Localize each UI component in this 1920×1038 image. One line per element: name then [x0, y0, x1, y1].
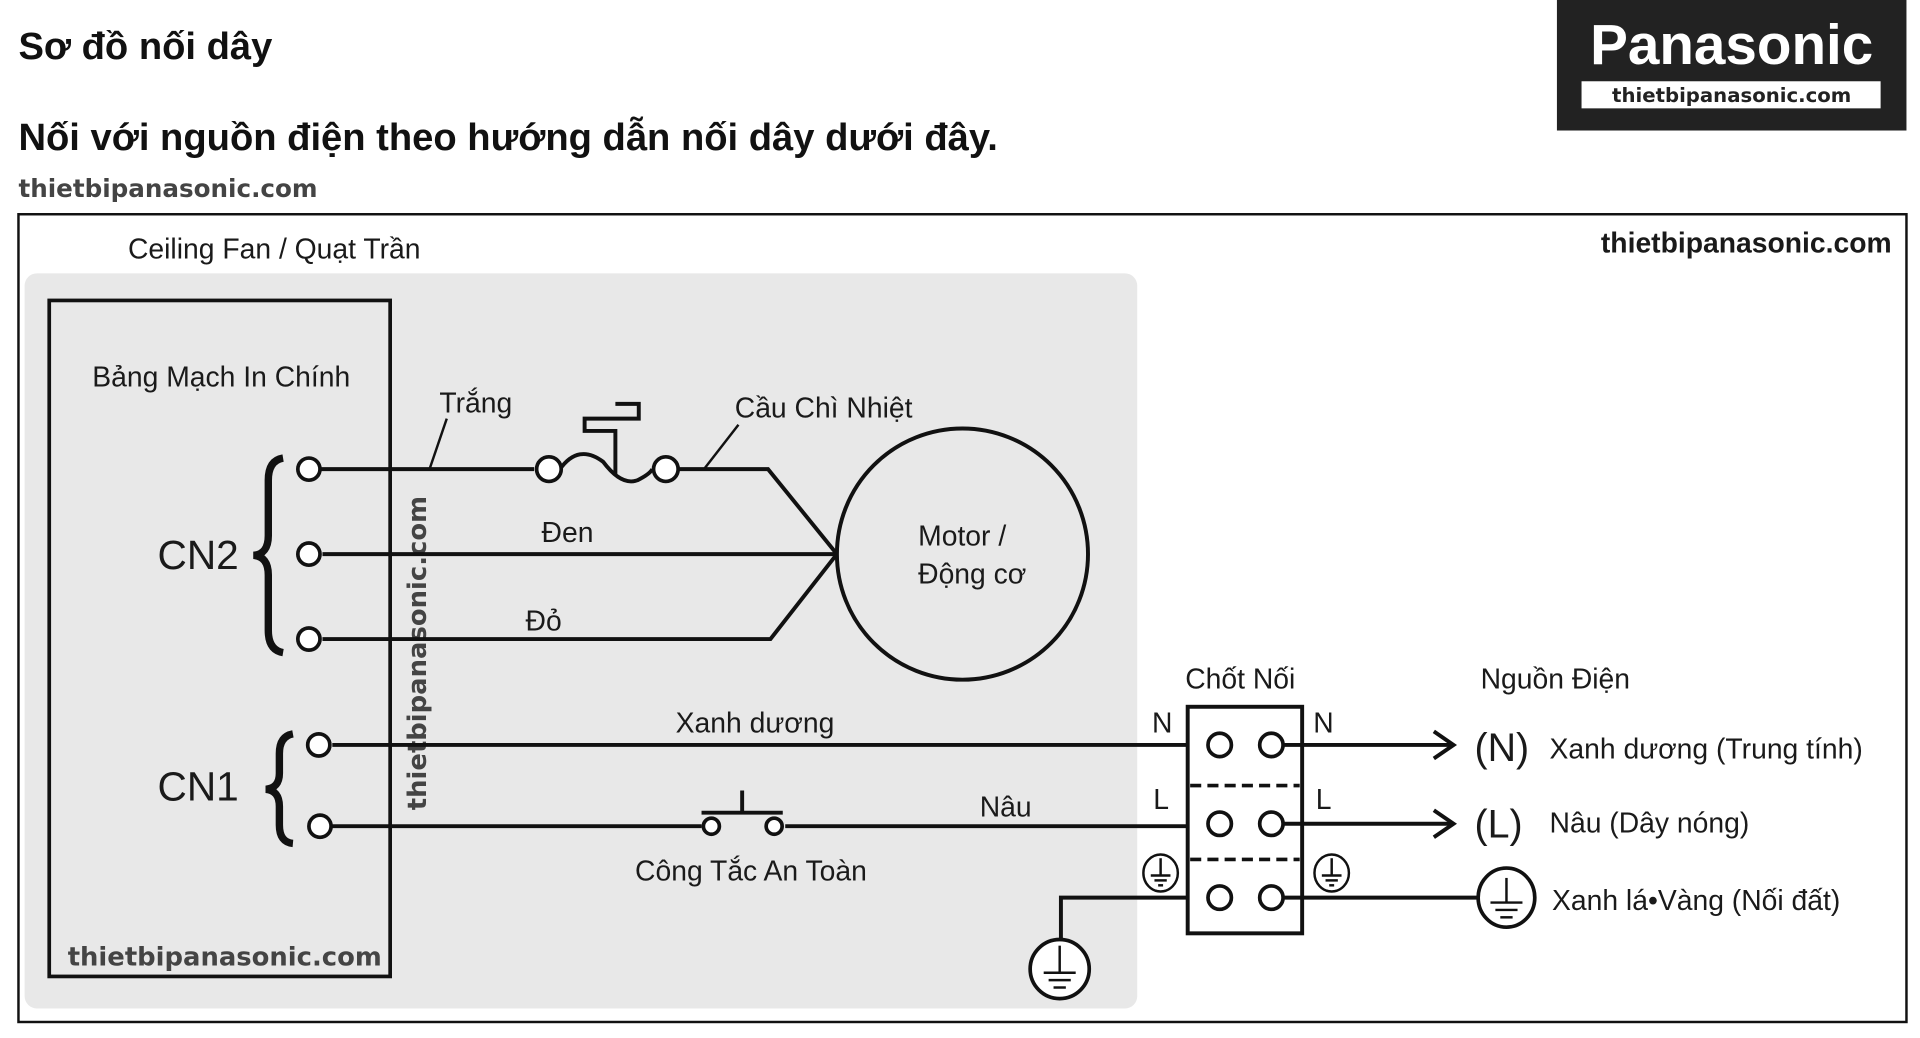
terminal-n-right-label: N: [1313, 707, 1333, 739]
page-subtitle: Nối với nguồn điện theo hướng dẫn nối dâ…: [18, 115, 997, 159]
terminal-l-right-label: L: [1316, 783, 1332, 815]
safety-switch-icon: [701, 790, 784, 837]
wire-black-label: Đen: [542, 516, 594, 548]
cn1-label: CN1: [158, 763, 239, 809]
wire-ground-fan: [1058, 895, 1188, 939]
wire-red-label: Đỏ: [526, 604, 562, 636]
motor-icon: [834, 426, 1090, 682]
wire-blue-label: Xanh dương: [676, 707, 835, 739]
wire-white-label: Trắng: [439, 386, 512, 418]
ceiling-fan-label: Ceiling Fan / Quạt Trần: [128, 233, 420, 265]
thermal-fuse-icon: [534, 401, 681, 484]
panasonic-logo: Panasonic thietbipanasonic.com: [1556, 0, 1907, 131]
power-n-desc: Xanh dương (Trung tính): [1550, 732, 1863, 764]
thermal-fuse-label: Cầu Chì Nhiệt: [735, 391, 913, 423]
power-source-label: Nguồn Điện: [1481, 662, 1630, 694]
arrow-n-icon: [1432, 729, 1458, 761]
arrow-l-icon: [1432, 808, 1458, 839]
earth-icon-source: [1476, 866, 1537, 930]
pcb-label: Bảng Mạch In Chính: [92, 361, 350, 393]
logo-site-bar: [1581, 81, 1881, 109]
cn1-terminal-2: [307, 813, 333, 840]
earth-icon-right: [1313, 853, 1351, 893]
power-n-symbol: (N): [1474, 726, 1529, 770]
cn2-label: CN2: [158, 532, 239, 578]
wire-red: [322, 552, 839, 642]
motor-label-line1: Motor /: [918, 519, 1006, 551]
terminal-n-right: [1257, 731, 1285, 759]
watermark-top: thietbipanasonic.com: [18, 174, 317, 203]
earth-icon: [1028, 937, 1092, 1001]
terminal-e-left: [1206, 884, 1234, 912]
cn2-brace: [252, 454, 284, 657]
watermark-right: thietbipanasonic.com: [1601, 226, 1892, 258]
power-l-desc: Nâu (Dây nóng): [1550, 806, 1750, 838]
terminal-block-label: Chốt Nối: [1185, 662, 1295, 694]
motor-label-line2: Động cơ: [918, 558, 1026, 590]
terminal-l-left-label: L: [1153, 783, 1169, 815]
earth-icon-left: [1142, 853, 1180, 893]
wire-white-b: [678, 467, 839, 556]
cn1-brace: [265, 730, 294, 848]
power-e-desc: Xanh lá•Vàng (Nối đất): [1552, 884, 1840, 916]
terminal-n-left-label: N: [1152, 707, 1172, 739]
cn2-terminal-2: [296, 541, 322, 568]
watermark-vertical: thietbipanasonic.com: [403, 496, 433, 810]
wire-brown-label: Nâu: [980, 790, 1032, 822]
terminal-l-left: [1206, 810, 1234, 838]
terminal-l-right: [1257, 810, 1285, 838]
cn2-terminal-3: [296, 626, 322, 652]
cn2-terminal-1: [296, 456, 322, 483]
safety-switch-label: Công Tắc An Toàn: [635, 854, 867, 886]
leader-white: [428, 418, 448, 470]
logo-brand: Panasonic: [1590, 13, 1873, 76]
cn1-terminal-1: [305, 732, 332, 758]
page-title: Sơ đồ nối dây: [18, 25, 273, 68]
terminal-e-right: [1257, 884, 1285, 912]
logo-site: thietbipanasonic.com: [1612, 84, 1851, 107]
logo-background: [1556, 0, 1907, 131]
leader-fuse: [703, 424, 740, 470]
watermark-pcb: thietbipanasonic.com: [68, 942, 382, 972]
terminal-n-left: [1206, 731, 1234, 759]
power-l-symbol: (L): [1474, 802, 1522, 846]
